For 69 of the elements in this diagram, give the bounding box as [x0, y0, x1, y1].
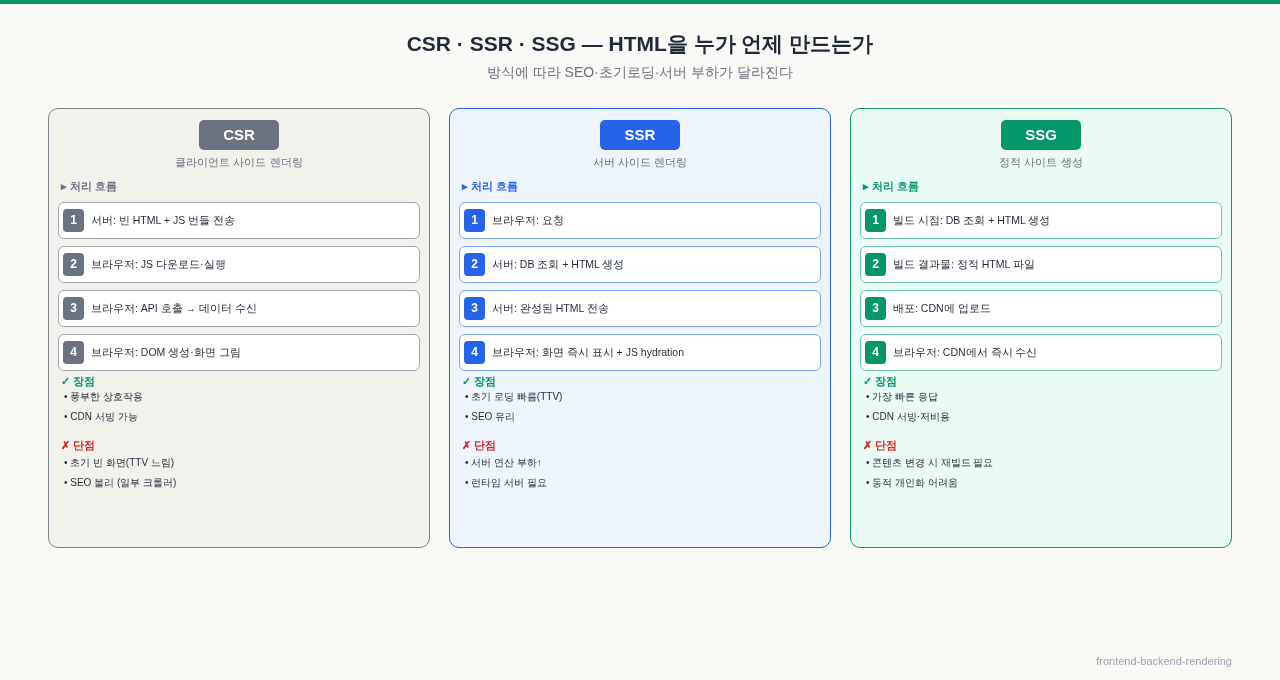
section-heading: ▸ 처리 흐름 [61, 179, 118, 194]
step-text: 브라우저: 요청 [492, 213, 564, 228]
step-number: 2 [63, 252, 84, 276]
step-number: 1 [464, 208, 485, 232]
step-text: 브라우저: JS 다운로드·실행 [91, 257, 226, 272]
panel-subtitle: 정적 사이트 생성 [999, 155, 1083, 170]
step-card [860, 290, 1222, 327]
comparison-panel [449, 108, 831, 548]
step-text: 서버: DB 조회 + HTML 생성 [492, 257, 625, 272]
step-number: 4 [464, 340, 485, 364]
list-item: • 가장 빠른 응답 [866, 390, 938, 404]
comparison-panel [48, 108, 430, 548]
step-number: 2 [464, 252, 485, 276]
footer-slug: frontend-backend-rendering [1096, 654, 1232, 669]
method-heading: SSR [600, 120, 680, 150]
step-card [459, 202, 821, 239]
list-item: • 동적 개인화 어려움 [866, 476, 958, 490]
step-card [459, 246, 821, 283]
step-text: 브라우저: DOM 생성·화면 그림 [91, 345, 241, 360]
step-number: 3 [464, 296, 485, 320]
list-item: • 콘텐츠 변경 시 재빌드 필요 [866, 456, 994, 470]
list-item: • 풍부한 상호작용 [64, 390, 144, 404]
step-number: 2 [865, 252, 886, 276]
step-card [860, 334, 1222, 371]
method-heading: CSR [199, 120, 279, 150]
list-item: • CDN 서빙 가능 [64, 410, 138, 424]
step-number: 4 [63, 340, 84, 364]
step-text: 브라우저: 화면 즉시 표시 + JS hydration [492, 345, 684, 360]
step-number: 1 [63, 208, 84, 232]
step-number: 1 [865, 208, 886, 232]
step-text: 브라우저: CDN에서 즉시 수신 [893, 345, 1038, 360]
cons-heading: ✗ 단점 [462, 438, 497, 453]
step-card [459, 290, 821, 327]
cons-heading: ✗ 단점 [863, 438, 898, 453]
pros-heading: ✓ 장점 [863, 374, 898, 389]
list-item: • 런타임 서버 필요 [465, 476, 547, 490]
step-number: 3 [63, 296, 84, 320]
step-card [58, 290, 420, 327]
step-card [860, 246, 1222, 283]
page-title: CSR · SSR · SSG — HTML을 누가 언제 만드는가 [406, 31, 874, 57]
method-heading: SSG [1001, 120, 1081, 150]
step-card [58, 246, 420, 283]
panel-subtitle: 서버 사이드 렌더링 [592, 155, 688, 170]
section-heading: ▸ 처리 흐름 [462, 179, 519, 194]
list-item: • SEO 불리 (일부 크롤러) [64, 476, 177, 490]
list-item: • SEO 유리 [465, 410, 516, 424]
comparison-panel [850, 108, 1232, 548]
cons-heading: ✗ 단점 [61, 438, 96, 453]
step-number: 4 [865, 340, 886, 364]
step-card [58, 334, 420, 371]
step-text: 서버: 빈 HTML + JS 번들 전송 [91, 213, 235, 228]
step-text: 브라우저: API 호출 → 데이터 수신 [91, 301, 257, 316]
section-heading: ▸ 처리 흐름 [863, 179, 920, 194]
step-text: 배포: CDN에 업로드 [893, 301, 991, 316]
list-item: • 서버 연산 부하↑ [465, 456, 542, 470]
panel-subtitle: 클라이언트 사이드 렌더링 [175, 155, 303, 170]
page-subtitle: 방식에 따라 SEO·초기로딩·서버 부하가 달라진다 [486, 63, 794, 81]
list-item: • 초기 빈 화면(TTV 느림) [64, 456, 175, 470]
step-card [860, 202, 1222, 239]
list-item: • CDN 서빙·저비용 [866, 410, 951, 424]
step-text: 서버: 완성된 HTML 전송 [492, 301, 609, 316]
step-number: 3 [865, 296, 886, 320]
step-text: 빌드 결과물: 정적 HTML 파일 [893, 257, 1035, 272]
step-text: 빌드 시점: DB 조회 + HTML 생성 [893, 213, 1051, 228]
list-item: • 초기 로딩 빠름(TTV) [465, 390, 563, 404]
pros-heading: ✓ 장점 [462, 374, 497, 389]
pros-heading: ✓ 장점 [61, 374, 96, 389]
step-card [58, 202, 420, 239]
step-card [459, 334, 821, 371]
